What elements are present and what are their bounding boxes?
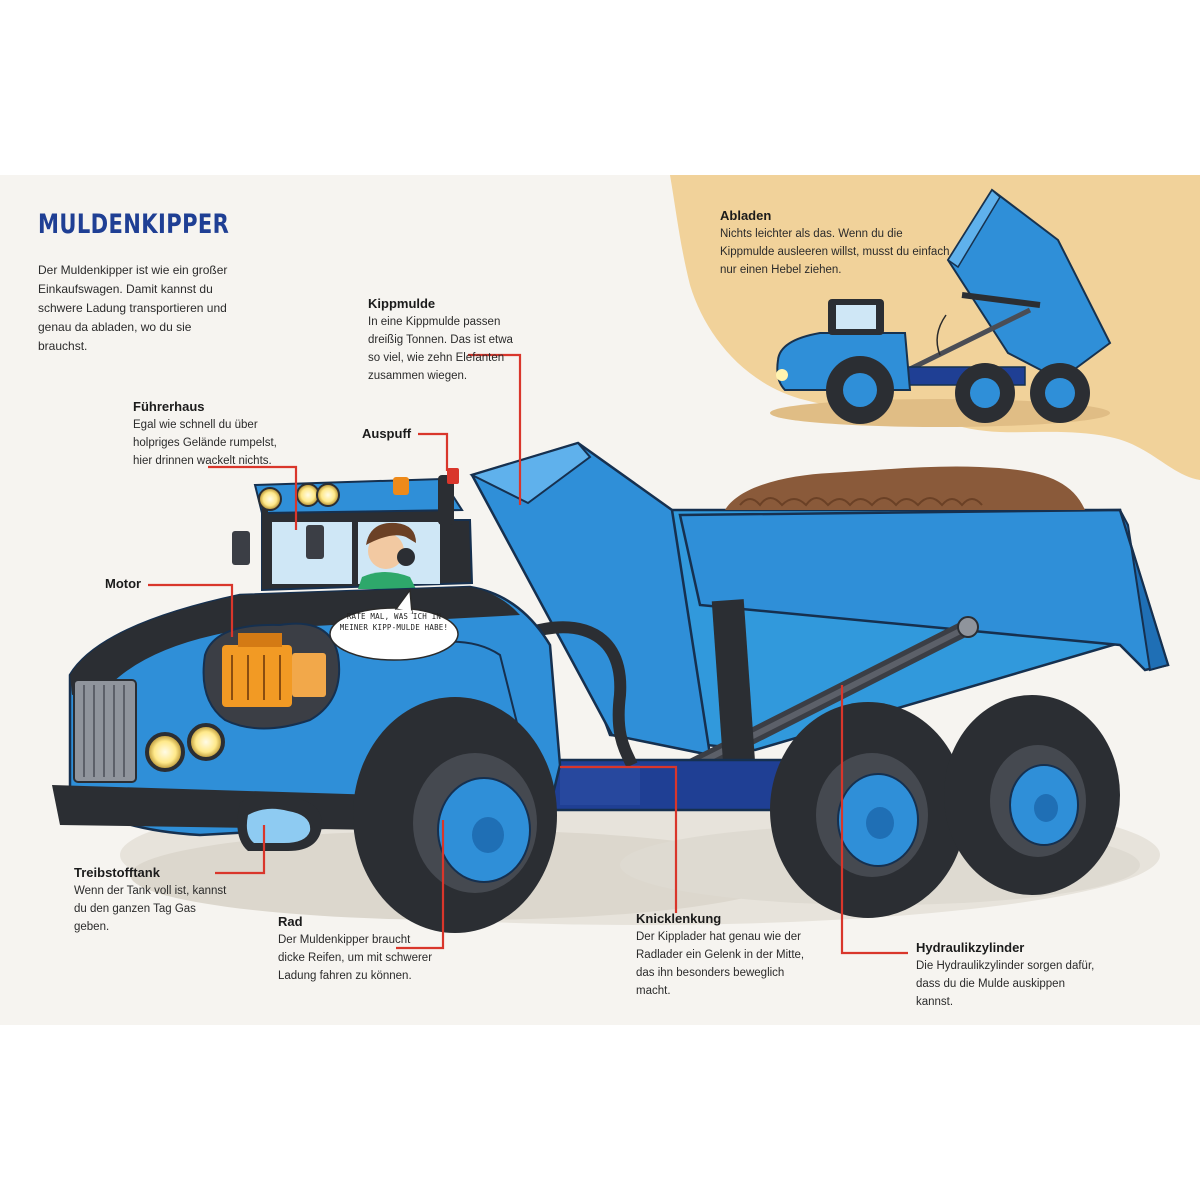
- label-hydraulikzylinder-heading: Hydraulikzylinder: [916, 940, 1025, 955]
- label-abladen-text: Nichts leichter als das. Wenn du die Kip…: [720, 228, 950, 276]
- label-rad: Rad Der Muldenkipper braucht dicke Reife…: [278, 913, 433, 985]
- label-rad-text: Der Muldenkipper braucht dicke Reifen, u…: [278, 934, 433, 982]
- label-abladen-heading: Abladen: [720, 208, 772, 223]
- label-auspuff: Auspuff: [362, 425, 411, 443]
- headlight-right: [187, 723, 225, 761]
- speech-bubble-text: RATE MAL, WAS ICH IN MEINER KIPP-MULDE H…: [339, 612, 449, 632]
- label-kippmulde-heading: Kippmulde: [368, 296, 436, 311]
- label-treibstofftank-heading: Treibstofftank: [74, 865, 160, 880]
- label-abladen: Abladen Nichts leichter als das. Wenn du…: [720, 207, 960, 279]
- label-kippmulde-text: In eine Kippmulde passen dreißig Tonnen.…: [368, 316, 513, 382]
- label-motor-heading: Motor: [105, 576, 142, 591]
- callout-hydraulikzylinder: [840, 685, 908, 955]
- callout-motor: [148, 583, 234, 637]
- rear-wheel-1: [770, 702, 966, 918]
- label-treibstofftank-text: Wenn der Tank voll ist, kannst du den ga…: [74, 885, 227, 933]
- callout-fuehrerhaus: [208, 465, 298, 530]
- callout-rad: [396, 820, 445, 950]
- label-hydraulikzylinder-text: Die Hydraulikzylinder sorgen dafür, dass…: [916, 960, 1095, 1008]
- label-knicklenkung-text: Der Kipplader hat genau wie der Radlader…: [636, 931, 805, 997]
- callout-treibstofftank: [215, 825, 266, 875]
- callout-knicklenkung: [560, 765, 678, 913]
- big-truck: [52, 441, 1170, 933]
- small-truck-tipping: [770, 188, 1112, 427]
- front-wheel: [353, 697, 557, 933]
- rear-wheel-2: [944, 695, 1120, 895]
- label-rad-heading: Rad: [278, 914, 303, 929]
- book-page: MULDENKIPPER Der Muldenkipper ist wie ei…: [0, 175, 1200, 1025]
- callout-auspuff: [418, 432, 449, 471]
- illustration: [52, 175, 1200, 955]
- label-fuehrerhaus-text: Egal wie schnell du über holpriges Gelän…: [133, 419, 277, 467]
- label-fuehrerhaus-heading: Führerhaus: [133, 399, 205, 414]
- cab: [232, 477, 474, 592]
- dump-load: [725, 466, 1085, 510]
- callout-lines: [148, 353, 908, 955]
- speech-bubble: [329, 607, 459, 661]
- label-knicklenkung: Knicklenkung Der Kipplader hat genau wie…: [636, 910, 816, 1000]
- page-title: MULDENKIPPER: [38, 209, 230, 240]
- label-fuehrerhaus: Führerhaus Egal wie schnell du über holp…: [133, 398, 288, 470]
- intro-text: Der Muldenkipper ist wie ein großer Eink…: [38, 263, 228, 353]
- label-treibstofftank: Treibstofftank Wenn der Tank voll ist, k…: [74, 864, 234, 936]
- label-knicklenkung-heading: Knicklenkung: [636, 911, 722, 926]
- callout-kippmulde: [468, 353, 522, 505]
- label-auspuff-heading: Auspuff: [362, 426, 412, 441]
- exhaust: [438, 475, 454, 525]
- label-kippmulde: Kippmulde In eine Kippmulde passen dreiß…: [368, 295, 518, 385]
- label-motor: Motor: [105, 575, 141, 593]
- headlight-left: [145, 732, 185, 772]
- label-hydraulikzylinder: Hydraulikzylinder Die Hydraulikzylinder …: [916, 939, 1101, 1011]
